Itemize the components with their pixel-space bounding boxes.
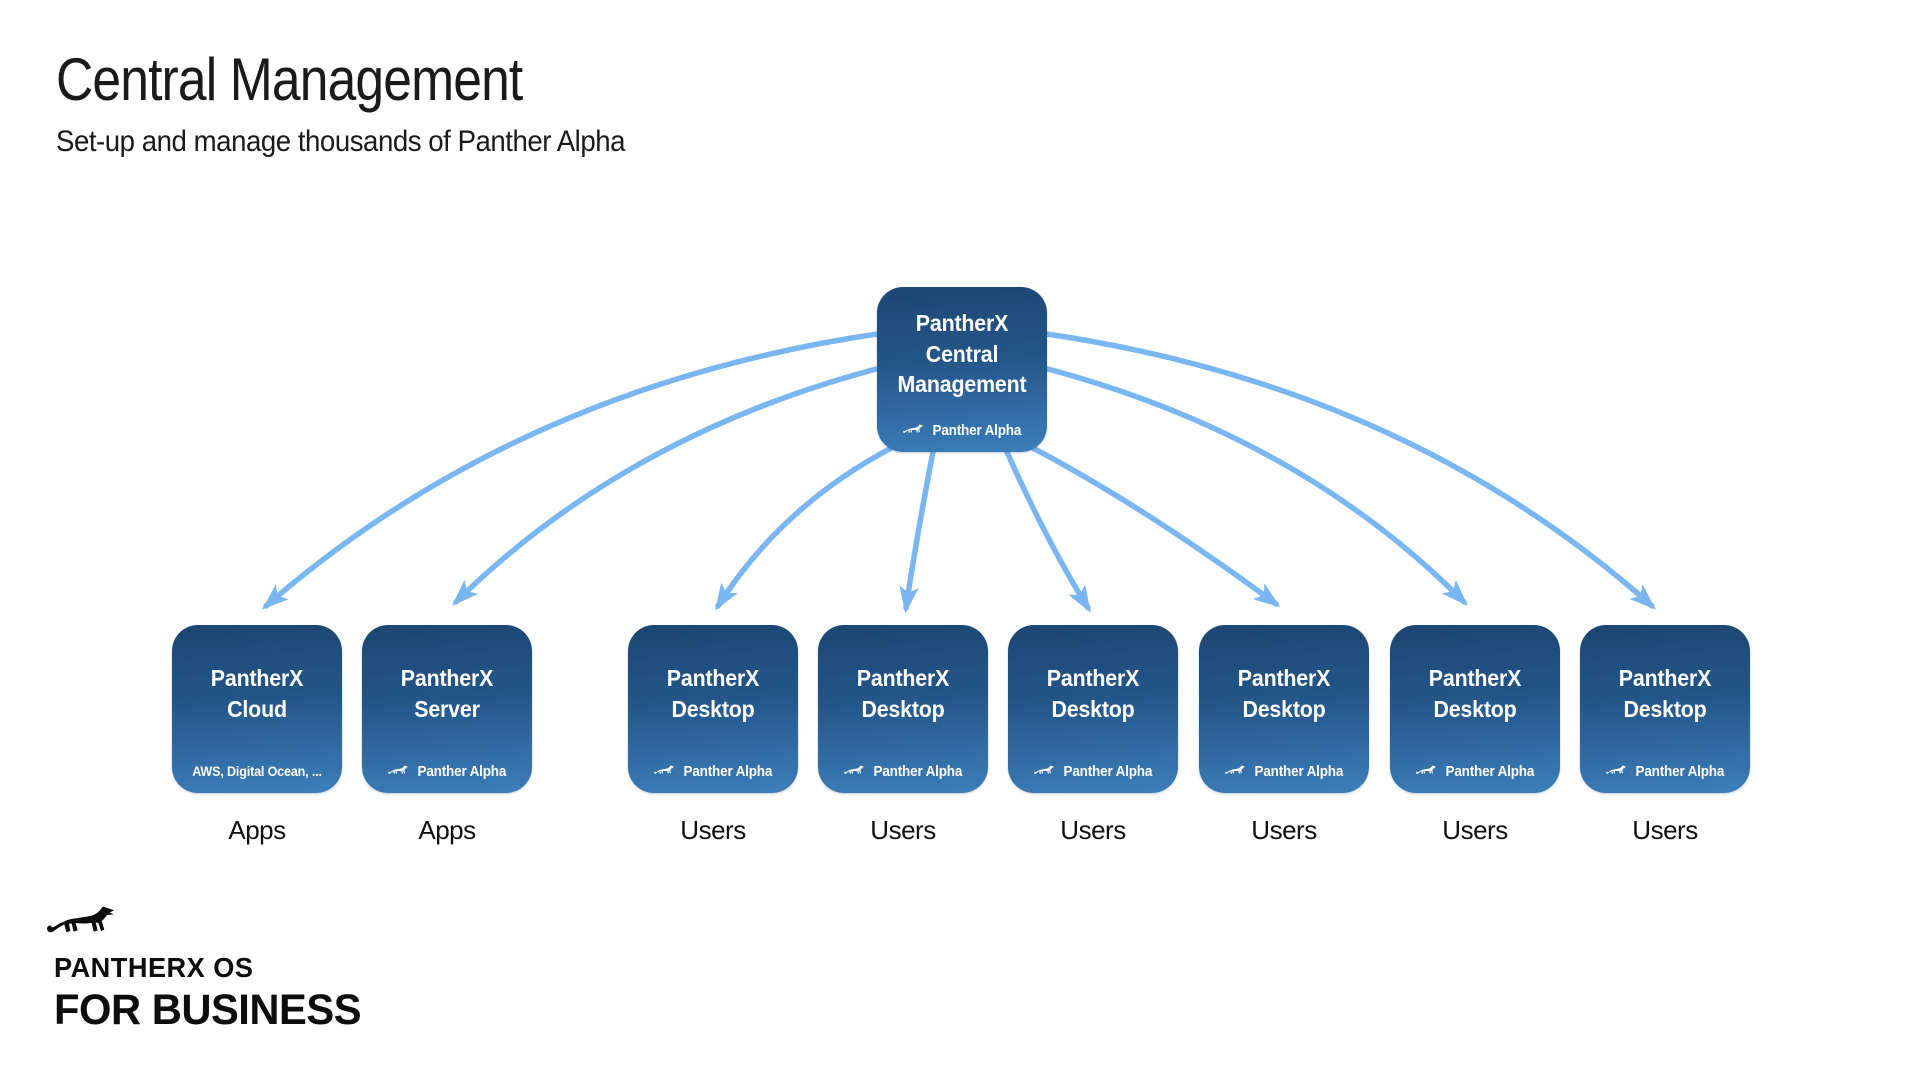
arrow-to-desktop-3 — [1004, 449, 1091, 613]
panther-icon — [1225, 765, 1248, 778]
panther-icon — [43, 905, 127, 945]
node-category-label: Users — [1442, 815, 1508, 845]
node-footer-label: Panther Alpha — [1063, 762, 1153, 780]
arrow-to-desktop-6 — [1037, 330, 1657, 610]
node-pantherx-desktop-4: PantherX Desktop Panther Alpha Users — [1199, 625, 1369, 846]
node-box: PantherX Cloud AWS, Digital Ocean, ... — [172, 625, 342, 793]
node-footer: AWS, Digital Ocean, ... — [181, 762, 334, 780]
node-pantherx-desktop-5: PantherX Desktop Panther Alpha Users — [1390, 625, 1560, 846]
node-box: PantherX Desktop Panther Alpha — [628, 625, 798, 793]
node-footer-label: Panther Alpha — [1445, 762, 1535, 780]
panther-icon — [654, 765, 677, 778]
node-box: PantherX Central Management Panther Alph… — [877, 287, 1047, 452]
node-title-line: PantherX — [210, 665, 304, 692]
node-badge: Panther Alpha — [886, 421, 1039, 439]
brand-tagline: FOR BUSINESS — [54, 986, 362, 1034]
node-category-label: Users — [1632, 815, 1698, 845]
node-footer: Panther Alpha — [1589, 762, 1742, 780]
panther-icon — [1606, 765, 1629, 778]
node-box: PantherX Desktop Panther Alpha — [1199, 625, 1369, 793]
node-footer: Panther Alpha — [827, 762, 980, 780]
node-title: PantherX Desktop — [1396, 625, 1554, 762]
node-pantherx-desktop-1: PantherX Desktop Panther Alpha Users — [628, 625, 798, 846]
node-title-line: Desktop — [671, 695, 755, 722]
node-title: PantherX Desktop — [1014, 625, 1172, 762]
node-footer-label: Panther Alpha — [417, 762, 507, 780]
node-pantherx-desktop-3: PantherX Desktop Panther Alpha Users — [1008, 625, 1178, 846]
node-footer: Panther Alpha — [371, 762, 524, 780]
node-title-line: PantherX — [1046, 665, 1140, 692]
node-title-line: PantherX — [915, 310, 1009, 337]
node-pantherx-desktop-2: PantherX Desktop Panther Alpha Users — [818, 625, 988, 846]
node-category-label: Users — [870, 815, 936, 845]
node-title-line: Desktop — [1433, 695, 1517, 722]
brand-name: PANTHERX OS — [54, 952, 254, 983]
node-title: PantherX Desktop — [1205, 625, 1363, 762]
node-title-line: Management — [897, 371, 1027, 398]
node-footer-label: Panther Alpha — [683, 762, 773, 780]
panther-icon — [903, 424, 926, 437]
node-box: PantherX Desktop Panther Alpha — [818, 625, 988, 793]
node-title-line: Desktop — [1242, 695, 1326, 722]
arrow-to-desktop-1 — [715, 443, 898, 611]
node-box: PantherX Server Panther Alpha — [362, 625, 532, 793]
node-category-label: Users — [1251, 815, 1317, 845]
node-title: PantherX Desktop — [634, 625, 792, 762]
node-footer-label: Panther Alpha — [873, 762, 963, 780]
node-category-label: Users — [680, 815, 746, 845]
arrow-to-desktop-4 — [1026, 443, 1281, 608]
node-footer: Panther Alpha — [1017, 762, 1170, 780]
node-title-line: PantherX — [1428, 665, 1522, 692]
node-footer-label: Panther Alpha — [1635, 762, 1725, 780]
node-badge-label: Panther Alpha — [932, 421, 1022, 439]
node-title-line: Desktop — [1623, 695, 1707, 722]
node-category-label: Apps — [228, 815, 286, 845]
panther-icon — [388, 765, 411, 778]
node-title: PantherX Desktop — [824, 625, 982, 762]
node-title: PantherX Central Management — [883, 287, 1041, 421]
node-title-line: Central — [925, 340, 999, 367]
node-pantherx-cloud: PantherX Cloud AWS, Digital Ocean, ... A… — [172, 625, 342, 846]
arrow-to-cloud — [261, 330, 887, 610]
node-category-label: Users — [1060, 815, 1126, 845]
node-box: PantherX Desktop Panther Alpha — [1580, 625, 1750, 793]
node-box: PantherX Desktop Panther Alpha — [1390, 625, 1560, 793]
node-title-line: PantherX — [1237, 665, 1331, 692]
page-title: Central Management — [56, 46, 523, 113]
arrow-to-server — [452, 365, 883, 606]
node-footer: Panther Alpha — [1399, 762, 1552, 780]
node-pantherx-desktop-6: PantherX Desktop Panther Alpha Users — [1580, 625, 1750, 846]
node-title-line: Cloud — [227, 695, 287, 722]
node-title-line: PantherX — [666, 665, 760, 692]
node-title: PantherX Server — [368, 625, 526, 762]
node-box: PantherX Desktop Panther Alpha — [1008, 625, 1178, 793]
node-title-line: Server — [414, 695, 480, 722]
node-title-line: PantherX — [856, 665, 950, 692]
node-central-management: PantherX Central Management Panther Alph… — [877, 287, 1047, 452]
panther-icon — [1416, 765, 1439, 778]
node-title-line: PantherX — [1618, 665, 1712, 692]
node-title: PantherX Desktop — [1586, 625, 1744, 762]
node-footer: Panther Alpha — [637, 762, 790, 780]
brand-logo: PANTHERX OS FOR BUSINESS — [41, 905, 371, 1035]
arrow-to-desktop-5 — [1041, 365, 1468, 606]
node-title: PantherX Cloud — [178, 625, 336, 762]
page-subtitle: Set-up and manage thousands of Panther A… — [56, 125, 626, 158]
node-footer-label: Panther Alpha — [1254, 762, 1344, 780]
node-pantherx-server: PantherX Server Panther Alpha Apps — [362, 625, 532, 846]
panther-icon — [844, 765, 867, 778]
node-title-line: PantherX — [400, 665, 494, 692]
node-title-line: Desktop — [1051, 695, 1135, 722]
panther-icon — [1034, 765, 1057, 778]
node-title-line: Desktop — [861, 695, 945, 722]
node-footer-label: AWS, Digital Ocean, ... — [192, 763, 322, 779]
node-category-label: Apps — [418, 815, 476, 845]
arrow-to-desktop-2 — [899, 449, 936, 614]
header: Central Management Set-up and manage tho… — [56, 48, 674, 159]
node-footer: Panther Alpha — [1208, 762, 1361, 780]
